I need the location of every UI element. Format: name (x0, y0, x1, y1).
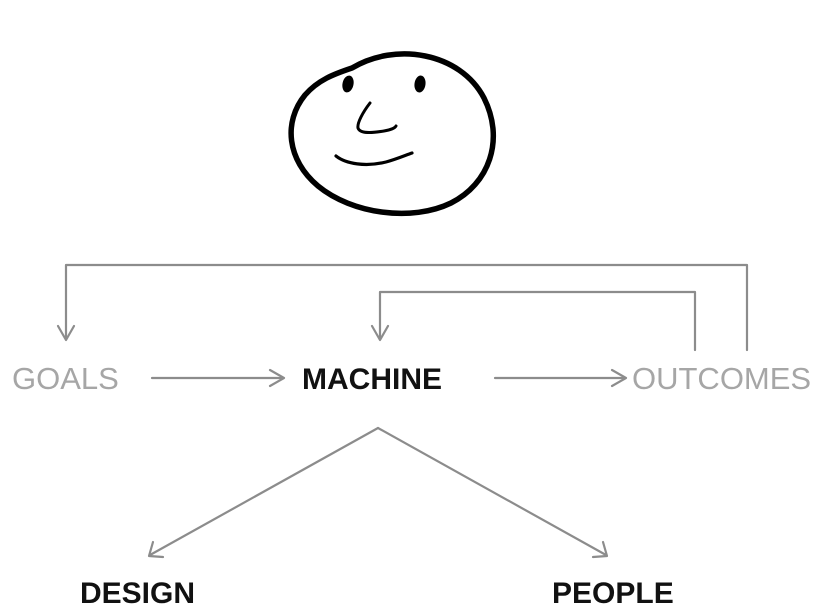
goals-label: GOALS (12, 361, 119, 396)
design-label: DESIGN (80, 577, 195, 610)
machine-to-outcomes-arrow (493, 368, 628, 388)
right-eye-icon (414, 75, 426, 93)
outcomes-label: OUTCOMES (632, 361, 811, 396)
mouth-icon (334, 151, 414, 167)
outer-feedback-arrow (56, 263, 749, 352)
people-label: PEOPLE (552, 577, 674, 610)
goals-to-machine-arrow (150, 368, 286, 388)
machine-to-design-arrow (147, 426, 380, 559)
machine-label: MACHINE (302, 363, 442, 396)
face-outline (288, 51, 496, 217)
left-eye-icon (342, 75, 354, 93)
nose-icon (356, 101, 398, 135)
inner-feedback-arrow (370, 290, 697, 352)
machine-to-people-arrow (376, 426, 609, 559)
smiley-face-icon (288, 51, 496, 217)
